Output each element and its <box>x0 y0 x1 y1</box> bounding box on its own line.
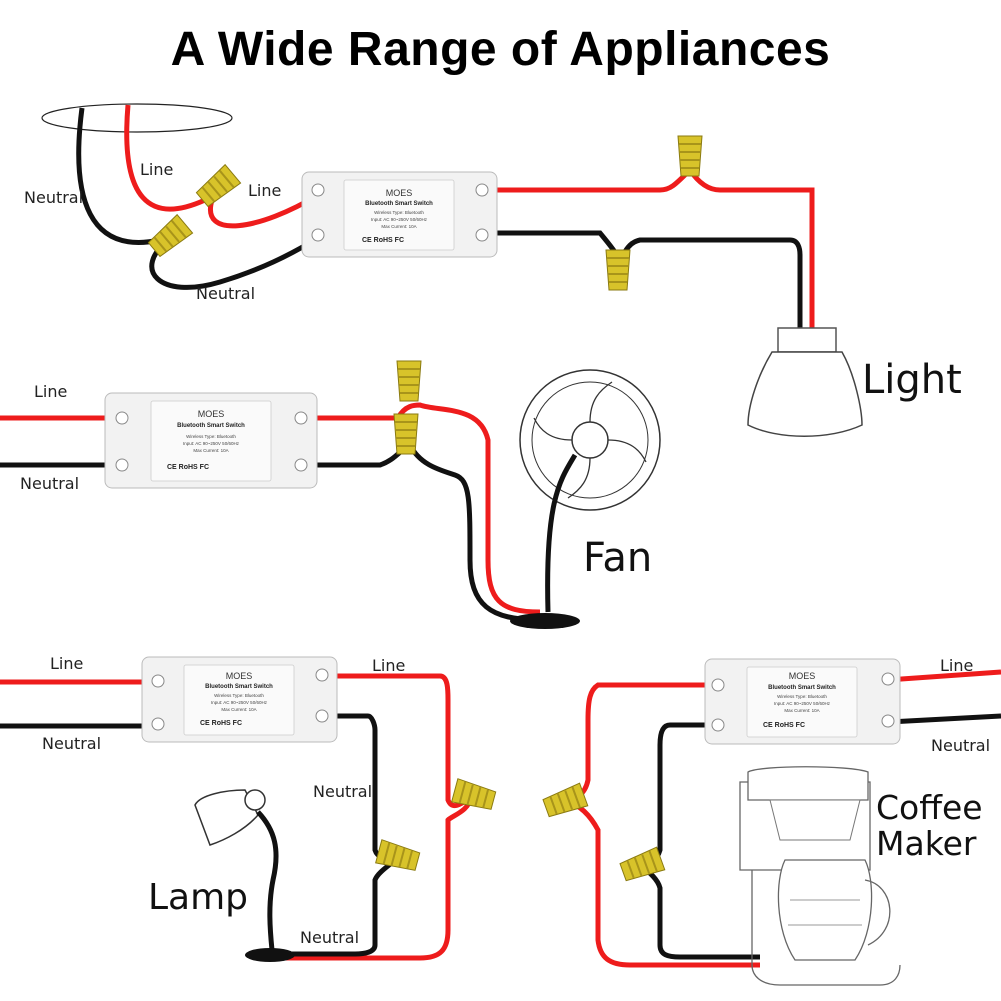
switch-module: MOES Bluetooth Smart Switch Wireless Typ… <box>301 171 498 258</box>
line-wire <box>300 402 541 615</box>
switch-spec-wireless: Wireless Type: Bluetooth <box>777 694 827 699</box>
neutral-wire <box>255 713 409 957</box>
appliance-label-fan: Fan <box>583 535 653 581</box>
appliance-label-coffee-maker: Coffee Maker <box>876 790 983 862</box>
wire-connector <box>617 846 666 885</box>
wire-connector <box>540 782 589 821</box>
switch-name: Bluetooth Smart Switch <box>768 685 836 691</box>
switch-certs: CE RoHS FC <box>200 720 242 727</box>
switch-spec-current: Max Current: 10A <box>381 224 416 229</box>
neutral-wire <box>76 107 161 245</box>
light-fixture-icon <box>747 327 863 437</box>
label-line: Line <box>34 382 68 401</box>
ceiling-box <box>41 103 233 133</box>
switch-brand: MOES <box>226 671 253 681</box>
label-neutral: Neutral <box>313 782 373 801</box>
switch-name: Bluetooth Smart Switch <box>365 201 433 207</box>
diagram-lamp <box>0 673 498 962</box>
switch-spec-current: Max Current: 10A <box>221 707 256 712</box>
wire-connector <box>677 135 703 177</box>
switch-spec-current: Max Current: 10A <box>193 448 228 453</box>
neutral-wire <box>149 235 320 290</box>
switch-certs: CE RoHS FC <box>167 464 209 471</box>
wire-connector <box>605 249 631 291</box>
label-line: Line <box>940 656 974 675</box>
appliance-label-lamp: Lamp <box>148 877 249 918</box>
label-neutral: Neutral <box>931 736 991 755</box>
line-wire <box>124 104 207 212</box>
switch-brand: MOES <box>198 409 225 419</box>
appliance-label-light: Light <box>862 357 962 403</box>
switch-spec-wireless: Wireless Type: Bluetooth <box>374 210 424 215</box>
appliance-label-line: Maker <box>876 824 977 863</box>
switch-spec-input: Input: AC 90~250V 50/60Hz <box>371 217 428 222</box>
diagram-coffee-maker <box>540 669 1001 986</box>
label-neutral: Neutral <box>42 734 102 753</box>
switch-spec-current: Max Current: 10A <box>784 708 819 713</box>
fan-icon <box>510 369 661 629</box>
switch-name: Bluetooth Smart Switch <box>205 684 273 690</box>
line-wire <box>485 166 815 330</box>
coffee-maker-icon <box>739 766 901 986</box>
switch-name: Bluetooth Smart Switch <box>177 423 245 429</box>
diagram-fan <box>0 360 661 629</box>
appliance-label-line: Coffee <box>876 788 983 827</box>
label-line: Line <box>372 656 406 675</box>
label-line: Line <box>50 654 84 673</box>
switch-spec-input: Input: AC 90~250V 50/60Hz <box>183 441 240 446</box>
label-line: Line <box>140 160 174 179</box>
switch-spec-wireless: Wireless Type: Bluetooth <box>186 434 236 439</box>
switch-brand: MOES <box>789 671 816 681</box>
switch-spec-input: Input: AC 90~250V 50/60Hz <box>211 700 268 705</box>
label-line: Line <box>248 181 282 200</box>
label-neutral: Neutral <box>196 284 256 303</box>
switch-module: MOES Bluetooth Smart Switch Wireless Typ… <box>104 392 318 489</box>
wire-connector <box>393 413 419 455</box>
switch-spec-wireless: Wireless Type: Bluetooth <box>214 693 264 698</box>
label-neutral: Neutral <box>300 928 360 947</box>
desk-lamp-icon <box>194 789 295 962</box>
line-wire <box>208 192 320 229</box>
line-wire <box>887 669 1001 683</box>
switch-certs: CE RoHS FC <box>362 237 404 244</box>
neutral-wire <box>485 230 803 330</box>
switch-spec-input: Input: AC 90~250V 50/60Hz <box>774 701 831 706</box>
neutral-wire <box>887 713 1001 725</box>
diagram-light <box>41 103 863 437</box>
wire-connector <box>396 360 422 402</box>
page-title: A Wide Range of Appliances <box>170 23 831 76</box>
label-neutral: Neutral <box>20 474 80 493</box>
switch-module: MOES Bluetooth Smart Switch Wireless Typ… <box>704 658 901 745</box>
wire-connector <box>145 213 194 260</box>
label-neutral: Neutral <box>24 188 84 207</box>
switch-certs: CE RoHS FC <box>763 722 805 729</box>
switch-module: MOES Bluetooth Smart Switch Wireless Typ… <box>141 656 338 743</box>
neutral-wire <box>300 441 541 623</box>
switch-brand: MOES <box>386 188 413 198</box>
